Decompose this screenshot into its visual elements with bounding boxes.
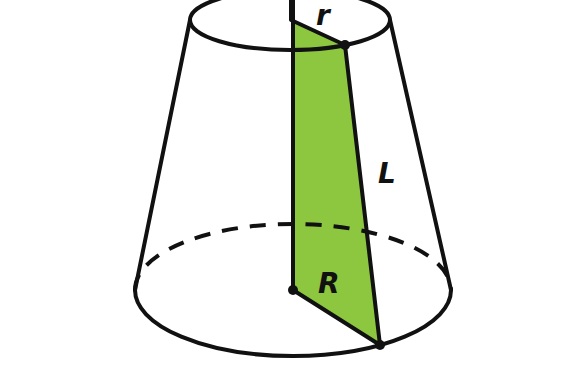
point [340, 40, 350, 50]
radius-label: R [318, 270, 340, 298]
point [288, 285, 298, 295]
point [375, 340, 385, 350]
base-edge [135, 290, 451, 356]
section-outline [291, 0, 380, 345]
radius-label: r [316, 2, 330, 30]
slant-side [390, 20, 451, 290]
slant-label: L [378, 160, 396, 188]
slant-side [135, 20, 190, 290]
